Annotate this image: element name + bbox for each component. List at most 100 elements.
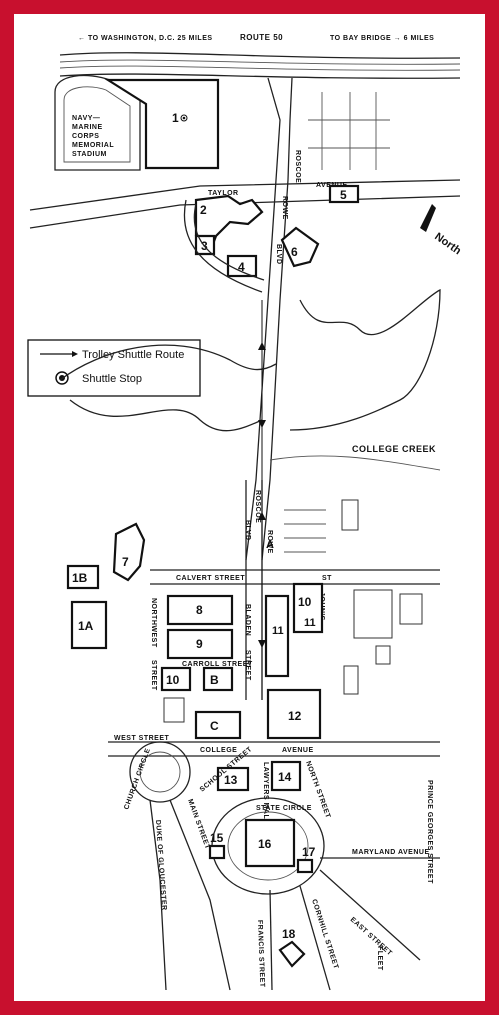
church-circle-label: CHURCH CIRCLE [123,747,152,810]
building-19[interactable] [296,858,314,874]
building-20-label: 18 [282,927,296,941]
st-label: ST [322,575,332,582]
parking-c-rows [284,509,326,553]
building-5-label: 5 [340,188,347,202]
building-11[interactable] [292,582,324,634]
building-18[interactable] [244,818,296,868]
building-9[interactable] [166,628,234,660]
building-16[interactable] [270,760,302,792]
building-4[interactable] [226,254,258,278]
stadium-label-line-1: NAVY— [72,115,100,122]
creek-south-shore-west [69,399,263,432]
east-street [319,869,421,961]
trolley-arrow-south-2-icon [258,640,266,648]
stadium-label-line-2: MARINE [72,124,103,131]
building-1-lot[interactable] [104,78,220,170]
building-6[interactable] [280,226,320,268]
access-road-west [183,199,263,293]
building-2-label: 2 [200,203,207,217]
maryland-avenue-label: MARYLAND AVENUE [352,849,430,856]
stadium-label-line-5: STADIUM [72,151,107,158]
cornhill-street [299,885,331,991]
building-11-label: 10 [298,595,312,609]
building-1b-label: 1B [72,571,88,585]
taylor-label: TAYLOR [208,190,239,197]
building-5[interactable] [328,184,360,204]
building-9-label: 9 [196,637,203,651]
street-label-northwest: STREET [150,660,157,691]
building-8[interactable] [166,594,234,626]
structure-east-5 [375,645,391,665]
building-16-label: 14 [278,770,292,784]
structure-east-4 [343,665,359,695]
trolley-route [258,300,266,700]
college-label: COLLEGE [200,747,237,754]
francis-street [269,889,273,991]
shuttle-stop-1-dot [182,116,186,120]
stadium-inner [63,86,131,163]
church-circle-road [129,741,191,803]
campus-map: ← TO WASHINGTON, D.C. 25 MILES ROUTE 50 … [27,33,463,991]
header-left-label: ← TO WASHINGTON, D.C. 25 MILES [78,35,213,42]
calvert-street-label: CALVERT STREET [176,575,245,582]
state-circle-label: STATE CIRCLE [256,805,312,812]
church-circle-inner [139,751,181,793]
building-12[interactable] [202,666,234,692]
carroll-street-label: CARROLL STREET [182,661,253,668]
building-7[interactable] [112,522,146,582]
structure-east-1 [341,499,359,531]
building-13[interactable] [194,710,242,740]
building-7-label: 7 [122,555,129,569]
legend-box [27,339,201,397]
blvd-label-north: BLVD [275,244,282,265]
route-50-north-edge [59,52,461,59]
building-20[interactable] [278,940,306,968]
header-center-label: ROUTE 50 [240,33,283,42]
bladen-label: BLADEN [244,604,251,636]
rowe-label-north: ROWE [281,196,288,220]
parking-c-label: A [266,539,274,551]
roscoe-label-north: ROSCOE [294,150,301,183]
building-4-label: 4 [238,260,245,274]
taylor-avenue-south [29,195,461,229]
avenue-label-college: AVENUE [282,747,314,754]
college-avenue [108,741,440,757]
building-6-label: 6 [291,245,298,259]
state-circle-inner [227,811,309,881]
prince-georges-label: PRINCE GEORGES STREET [426,780,433,884]
building-1a[interactable] [70,600,108,650]
building-b-label: 11 [272,625,284,637]
north-arrow-icon [420,204,436,232]
building-15[interactable] [216,766,250,792]
legend-stop-label: Shuttle Stop [82,373,142,385]
building-10[interactable] [160,666,192,692]
route-50-median-1 [59,59,461,65]
building-14-label: 12 [288,709,302,723]
building-1a-label: 1A [78,619,94,633]
building-14[interactable] [266,688,322,740]
parking-grid-northeast [308,92,390,170]
building-19-label: 17 [302,845,316,859]
duke-of-gloucester-label: DUKE OF GLOUCESTER [154,820,167,911]
building-17[interactable] [208,844,226,860]
building-13-label: C [210,719,219,733]
route-50-south-edge [59,73,461,79]
building-1b[interactable] [66,564,100,590]
lawyers-mall-label: LAWYERS MALL [262,762,269,824]
trolley-arrow-north-icon [258,342,266,350]
francis-street-label: FRANCIS STREET [256,920,265,988]
legend-route-label: Trolley Shuttle Route [82,349,184,361]
main-street [169,799,231,991]
street-label-bladen: STREET [244,650,251,681]
building-17-label: 15 [210,831,224,845]
structure-west-1 [163,697,185,723]
trolley-arrow-south-icon [258,420,266,428]
duke-of-gloucester-street [149,799,167,991]
roscoe-label-south: ROSCOE [254,490,261,523]
building-1-label: 1 [172,111,179,125]
building-15-label: 13 [224,773,238,787]
building-b[interactable] [264,594,290,678]
route-50-median-2 [59,65,461,71]
west-street-label: WEST STREET [114,735,170,742]
blvd-label-south: BLVD [244,520,251,541]
